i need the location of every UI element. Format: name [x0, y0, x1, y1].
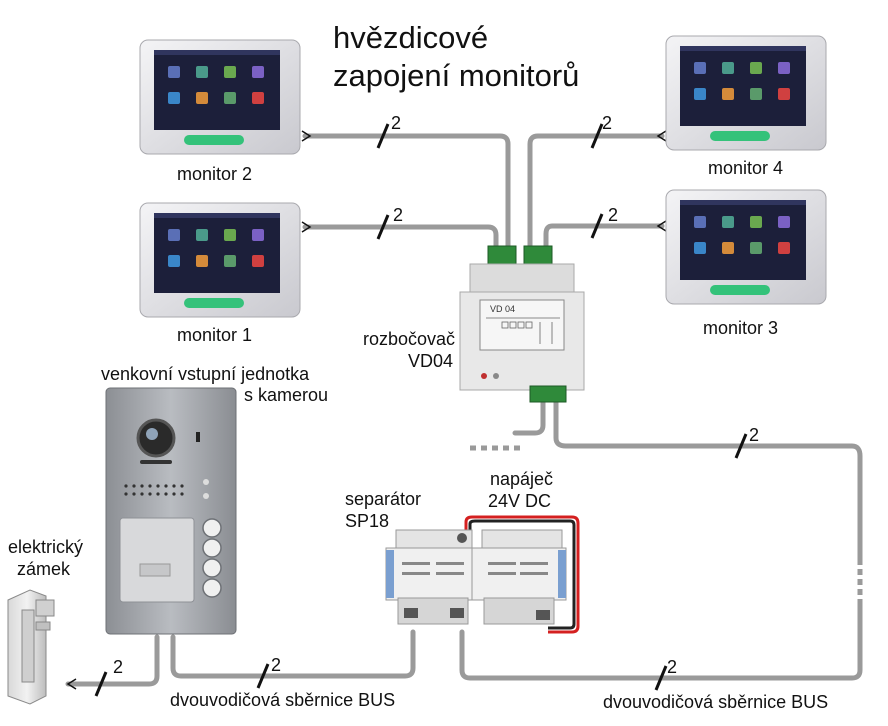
- wire-count-bus-right: 2: [749, 425, 760, 445]
- power-supply-label-line2: 24V DC: [488, 491, 552, 511]
- distributor-screen-text: VD 04: [490, 304, 515, 314]
- distributor-label-line1: rozbočovač: [363, 329, 456, 349]
- wire-count-bus-bottom: 2: [667, 657, 678, 677]
- distributor-vd04: VD 04: [459, 245, 585, 403]
- diagram-title-line1: hvězdicové: [333, 20, 489, 55]
- monitor-3: [665, 189, 827, 305]
- connector-arrows: [66, 130, 667, 690]
- outdoor-unit-label-line2: s kamerou: [244, 385, 329, 405]
- power-wire: [464, 515, 580, 634]
- separator-label-line2: SP18: [345, 511, 390, 531]
- diagram-title-line2: zapojení monitorů: [333, 58, 580, 93]
- wire-count-monitor-1: 2: [393, 205, 404, 225]
- power-supply: [471, 529, 567, 625]
- monitor-2: [139, 39, 301, 155]
- electric-lock: [7, 589, 55, 705]
- lock-label-line1: elektrický: [8, 537, 84, 557]
- wire-count-lock: 2: [113, 657, 124, 677]
- monitor-3-label: monitor 3: [703, 318, 779, 338]
- monitor-1: [139, 202, 301, 318]
- outdoor-unit-label-line1: venkovní vstupní jednotka: [101, 364, 310, 384]
- lock-label-line2: zámek: [17, 559, 71, 579]
- bus-label-left: dvouvodičová sběrnice BUS: [170, 690, 396, 710]
- outdoor-unit: [105, 387, 237, 635]
- wire-count-monitor-2: 2: [391, 113, 402, 133]
- wires: [65, 133, 863, 687]
- monitor-4-label: monitor 4: [708, 158, 784, 178]
- separator-label-line1: separátor: [345, 489, 422, 509]
- distributor-label-line2: VD04: [408, 351, 454, 371]
- wire-count-bus-left: 2: [271, 655, 282, 675]
- monitor-2-label: monitor 2: [177, 164, 253, 184]
- bus-label-right: dvouvodičová sběrnice BUS: [603, 692, 829, 712]
- wire-count-monitor-3: 2: [608, 205, 619, 225]
- separator-sp18: [385, 529, 479, 625]
- wire-count-monitor-4: 2: [602, 113, 613, 133]
- monitor-4: [665, 35, 827, 151]
- wire-count-marks: [94, 123, 748, 697]
- power-supply-label-line1: napáječ: [490, 469, 554, 489]
- monitor-1-label: monitor 1: [177, 325, 253, 345]
